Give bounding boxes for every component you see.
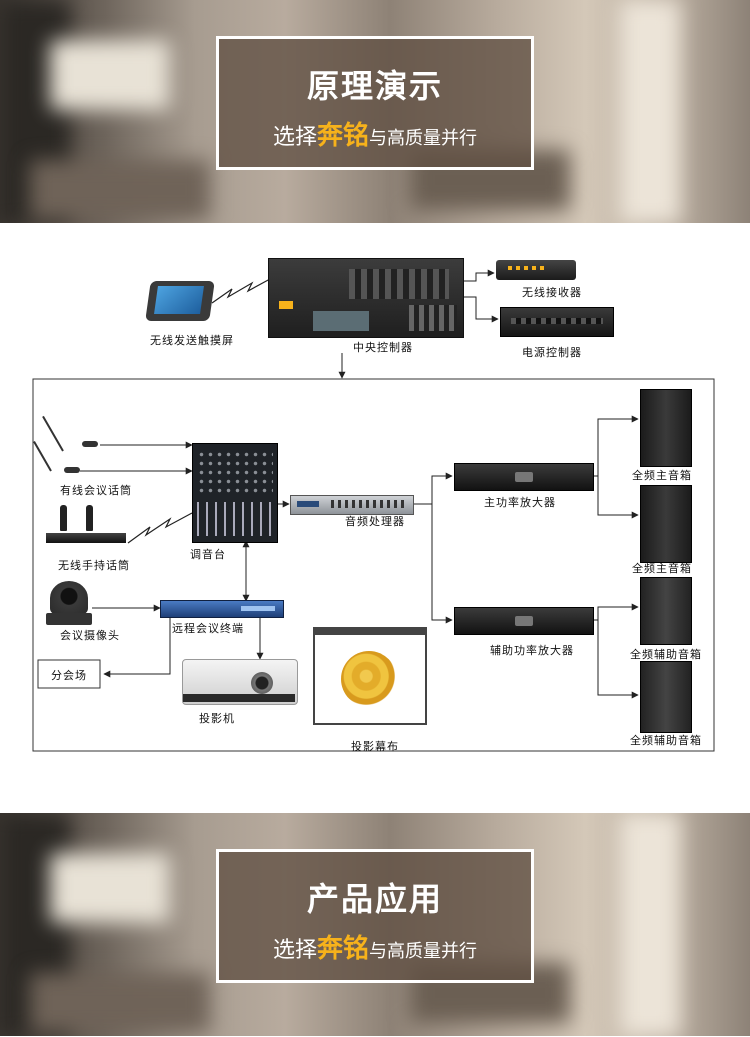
wireless-mic-device bbox=[46, 505, 126, 545]
label-projector: 投影机 bbox=[199, 712, 235, 725]
main-amp-device bbox=[454, 463, 594, 491]
label-power-controller: 电源控制器 bbox=[522, 346, 582, 359]
label-camera: 会议摄像头 bbox=[60, 629, 120, 642]
link-mainamp-spk2 bbox=[597, 476, 639, 519]
label-main-amp: 主功率放大器 bbox=[484, 496, 556, 509]
top-banner-sub-suffix: 与高质量并行 bbox=[369, 128, 478, 149]
remote-terminal-device bbox=[160, 600, 284, 618]
wired-mic-device bbox=[33, 407, 106, 477]
bottom-banner-sub-suffix: 与高质量并行 bbox=[369, 941, 478, 962]
label-wireless-touch: 无线发送触摸屏 bbox=[150, 334, 234, 347]
label-main-speaker-2: 全频主音箱 bbox=[632, 562, 692, 575]
top-banner: 原理演示 选择奔铭与高质量并行 bbox=[0, 0, 750, 223]
label-central-controller: 中央控制器 bbox=[353, 341, 413, 354]
bottom-banner-title: 产品应用 bbox=[306, 880, 443, 918]
aux-amp-device bbox=[454, 607, 594, 635]
mixer-device bbox=[192, 443, 278, 543]
projector-device bbox=[182, 659, 298, 705]
label-screen: 投影幕布 bbox=[351, 740, 399, 753]
diagram-connections bbox=[32, 269, 715, 752]
wireless-link-mic bbox=[127, 512, 193, 544]
label-main-speaker-1: 全频主音箱 bbox=[632, 469, 692, 482]
main-speaker-2-device bbox=[640, 485, 692, 563]
power-controller-device bbox=[500, 307, 614, 337]
main-speaker-1-device bbox=[640, 389, 692, 467]
system-boundary bbox=[32, 378, 715, 752]
audio-processor-device bbox=[290, 495, 414, 515]
branch-venue-box bbox=[37, 659, 101, 689]
label-branch-venue: 分会场 bbox=[51, 669, 87, 682]
label-audio-processor: 音频处理器 bbox=[345, 515, 405, 528]
touch-screen-device bbox=[145, 281, 215, 323]
label-aux-speaker-2: 全频辅助音箱 bbox=[630, 734, 702, 747]
bottom-banner: 产品应用 选择奔铭与高质量并行 bbox=[0, 813, 750, 1036]
label-aux-amp: 辅助功率放大器 bbox=[490, 644, 574, 657]
bottom-banner-sub-prefix: 选择 bbox=[272, 938, 317, 963]
top-banner-title: 原理演示 bbox=[306, 67, 443, 105]
link-processor-mainamp bbox=[431, 472, 453, 504]
wireless-receiver-device bbox=[496, 260, 576, 280]
top-banner-frame: 原理演示 选择奔铭与高质量并行 bbox=[216, 36, 534, 170]
top-banner-subtitle: 选择奔铭与高质量并行 bbox=[219, 115, 531, 152]
label-wired-mic: 有线会议话筒 bbox=[60, 484, 132, 497]
rose-image bbox=[341, 651, 397, 707]
projection-screen-device bbox=[313, 627, 427, 725]
link-controller-receiver bbox=[462, 269, 495, 282]
label-remote-terminal: 远程会议终端 bbox=[172, 622, 244, 635]
aux-speaker-2-device bbox=[640, 661, 692, 733]
label-wireless-mic: 无线手持话筒 bbox=[58, 559, 130, 572]
label-mixer: 调音台 bbox=[190, 548, 226, 561]
link-auxamp-spk2 bbox=[597, 620, 639, 699]
top-banner-brand: 奔铭 bbox=[317, 121, 370, 151]
bottom-banner-frame: 产品应用 选择奔铭与高质量并行 bbox=[216, 849, 534, 983]
bottom-banner-brand: 奔铭 bbox=[317, 934, 370, 964]
central-controller-device bbox=[268, 258, 464, 338]
label-wireless-receiver: 无线接收器 bbox=[522, 286, 582, 299]
link-processor-auxamp bbox=[431, 504, 453, 624]
bottom-banner-subtitle: 选择奔铭与高质量并行 bbox=[219, 928, 531, 965]
link-controller-power bbox=[462, 296, 499, 323]
link-mainamp-spk1 bbox=[597, 415, 639, 476]
link-terminal-branch bbox=[103, 616, 171, 678]
aux-speaker-1-device bbox=[640, 577, 692, 645]
link-auxamp-spk1 bbox=[597, 603, 639, 620]
wireless-link-touch bbox=[211, 278, 271, 304]
camera-device bbox=[46, 581, 92, 627]
system-diagram: 无线发送触摸屏 中央控制器 无线接收器 电源控制器 有线会议话筒 无线手持话筒 … bbox=[0, 223, 750, 813]
label-aux-speaker-1: 全频辅助音箱 bbox=[630, 648, 702, 661]
top-banner-sub-prefix: 选择 bbox=[272, 125, 317, 150]
